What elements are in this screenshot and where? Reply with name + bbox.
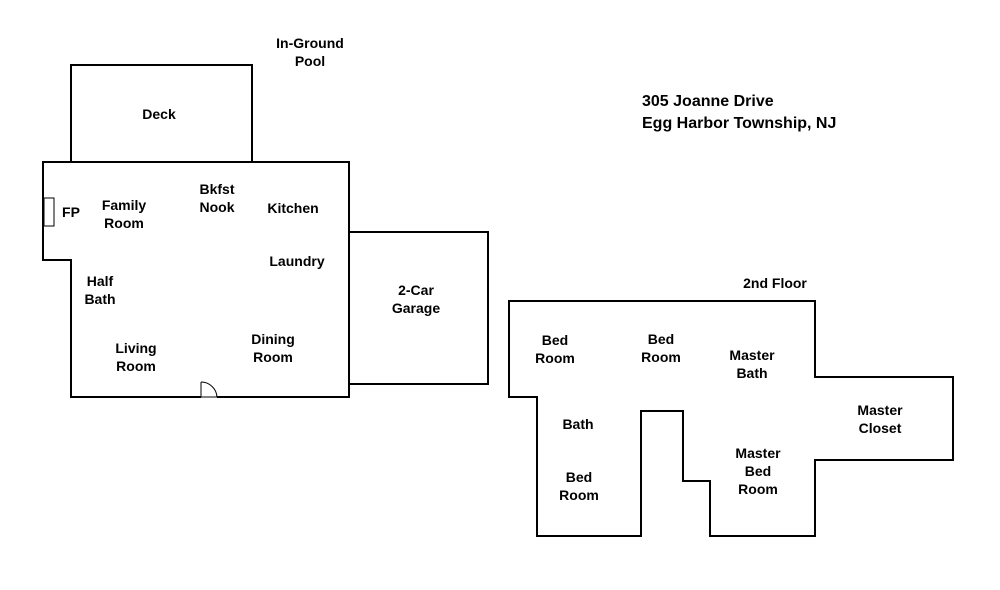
label-bath: Bath	[562, 416, 594, 432]
property-address: 305 Joanne Drive Egg Harbor Township, NJ	[642, 91, 836, 135]
label-bkfst-nook: Bkfst Nook	[199, 181, 235, 215]
label-half-bath: Half Bath	[84, 273, 116, 307]
label-master-bed-room: Master Bed Room	[735, 445, 781, 497]
label-bed-room-3: Bed Room	[559, 469, 599, 503]
first-floor-outline	[42, 161, 350, 398]
label-garage: 2-Car Garage	[391, 282, 441, 316]
second-floor-outline	[508, 300, 954, 537]
deck-outline	[70, 64, 253, 162]
fireplace-icon	[43, 197, 55, 227]
label-bed-room-1: Bed Room	[535, 332, 575, 366]
label-dining-room: Dining Room	[251, 331, 295, 365]
door-swing-icon	[200, 381, 218, 398]
label-master-closet: Master Closet	[857, 402, 903, 436]
garage-outline	[349, 231, 489, 385]
label-master-bath: Master Bath	[729, 347, 775, 381]
label-2nd-floor: 2nd Floor	[743, 275, 807, 291]
label-laundry: Laundry	[269, 253, 325, 269]
address-line-1: 305 Joanne Drive	[642, 93, 774, 110]
label-fireplace: FP	[62, 204, 80, 220]
label-bed-room-2: Bed Room	[641, 331, 681, 365]
label-deck: Deck	[142, 106, 176, 122]
address-line-2: Egg Harbor Township, NJ	[642, 115, 837, 132]
label-kitchen: Kitchen	[267, 200, 319, 216]
label-living-room: Living Room	[115, 340, 157, 374]
label-family-room: Family Room	[101, 197, 147, 231]
label-in-ground-pool: In-Ground Pool	[276, 35, 344, 69]
